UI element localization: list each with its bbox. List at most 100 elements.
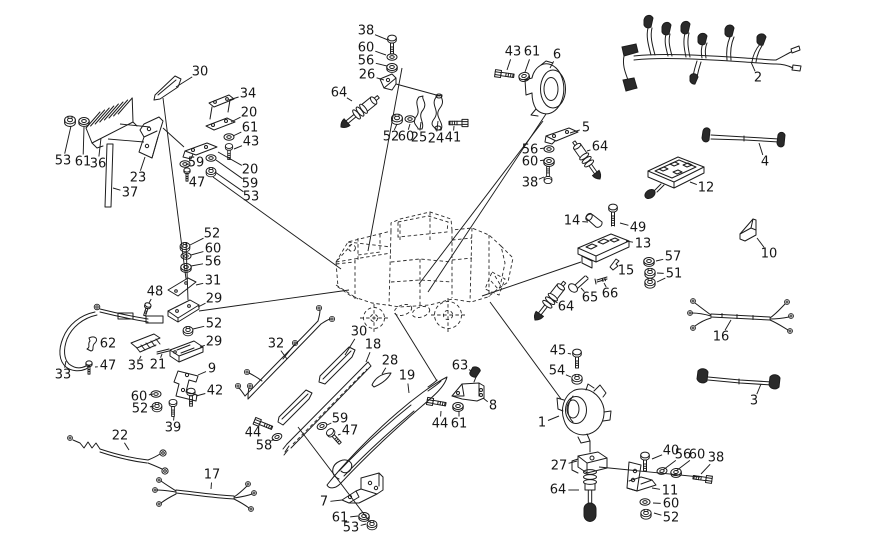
part-label-60-35: 60 [522, 155, 539, 170]
part-label-6-30: 6 [553, 48, 561, 63]
part-7-bracket [341, 472, 384, 531]
part-label-9-61: 9 [208, 362, 216, 377]
assembly-line [395, 83, 441, 97]
part-label-12-38: 12 [698, 181, 715, 196]
part-label-61-16: 61 [75, 155, 92, 170]
leader-line-58 [271, 438, 275, 442]
part-label-41-9: 41 [445, 131, 462, 146]
part-label-38-0: 38 [358, 24, 375, 39]
part-1-coupling-group [556, 348, 612, 444]
part-label-60-91: 60 [689, 448, 706, 463]
part-8-bracket-group [425, 366, 485, 412]
leader-line-36 [98, 137, 102, 157]
part-label-61-78: 61 [332, 511, 349, 526]
leader-line-22 [123, 442, 130, 451]
part-label-20-22: 20 [242, 163, 259, 178]
leader-line-7 [330, 499, 343, 502]
part-label-25-7: 25 [411, 131, 428, 146]
part-label-7-77: 7 [320, 495, 328, 510]
part-34-plate [208, 94, 235, 120]
leader-line-5 [569, 129, 580, 134]
leader-line-38 [374, 34, 389, 41]
part-label-59-20: 59 [188, 156, 205, 171]
part-label-59-23: 59 [242, 177, 259, 192]
leader-line-4 [758, 142, 764, 156]
part-label-60-1: 60 [358, 41, 375, 56]
leader-line-60 [375, 50, 387, 56]
part-label-43-28: 43 [505, 45, 522, 60]
leader-line-60 [190, 251, 204, 256]
part-label-29-55: 29 [206, 335, 223, 350]
part-22-harness [67, 435, 169, 475]
part-label-52-5: 52 [383, 130, 400, 145]
leader-line-3 [756, 383, 762, 395]
leader-line-21 [160, 353, 163, 358]
leader-line-57 [655, 258, 664, 262]
part-16-harness [687, 298, 794, 334]
leader-line-20 [217, 151, 243, 166]
leader-line-34 [228, 96, 239, 101]
part-label-49-41: 49 [630, 221, 647, 236]
part-label-53-24: 53 [243, 190, 260, 205]
harvester-sketch [335, 211, 514, 332]
leader-line-64 [346, 97, 353, 102]
leader-line-1 [547, 415, 560, 421]
part-29-31-plates [141, 242, 204, 363]
leader-line-18 [365, 352, 371, 363]
leader-line-30 [175, 76, 193, 88]
leader-line-2 [750, 61, 756, 72]
part-label-44-82: 44 [432, 417, 449, 432]
part-label-52-95: 52 [663, 511, 680, 526]
leader-line-16 [724, 319, 732, 331]
part-label-51-45: 51 [666, 267, 683, 282]
leader-line-20 [230, 116, 241, 123]
part-37-strip [104, 143, 114, 208]
part-9-bracket [150, 370, 199, 417]
leader-line-61 [82, 126, 85, 155]
leader-line-56 [375, 62, 388, 67]
part-label-56-33: 56 [522, 143, 539, 158]
assembly-line [198, 289, 350, 312]
part-label-53-15: 53 [55, 154, 72, 169]
part-label-52-63: 52 [132, 402, 149, 417]
leader-line-53 [64, 125, 72, 154]
part-30-slats [277, 346, 356, 426]
part-label-30-69: 30 [351, 325, 368, 340]
part-3-rod [696, 368, 781, 390]
part-label-61-29: 61 [524, 45, 541, 60]
leader-line-33 [64, 360, 67, 368]
assembly-line [598, 466, 701, 478]
part-label-22-66: 22 [112, 429, 129, 444]
part-label-20-12: 20 [241, 106, 258, 121]
assembly-line [481, 261, 582, 297]
part-label-60-94: 60 [663, 497, 680, 512]
leader-line-8 [482, 397, 488, 403]
part-23-bracket [138, 116, 164, 159]
leader-line-32 [280, 350, 288, 360]
part-label-33-58: 33 [55, 368, 72, 383]
assembly-line [367, 67, 403, 252]
part-label-64-34: 64 [592, 140, 609, 155]
part-label-38-92: 38 [708, 451, 725, 466]
part-label-61-83: 61 [451, 417, 468, 432]
leader-line-45 [567, 352, 572, 355]
leader-line-24 [436, 120, 439, 132]
leader-line-27 [568, 460, 578, 464]
part-label-60-6: 60 [398, 130, 415, 145]
leader-line-66 [603, 282, 607, 288]
leader-line-42 [195, 393, 206, 397]
part-label-37-19: 37 [122, 186, 139, 201]
part-label-45-84: 45 [550, 344, 567, 359]
part-30-plate [153, 75, 182, 101]
leader-line-61 [232, 131, 242, 137]
part-label-19-72: 19 [399, 369, 416, 384]
leader-line-31 [195, 282, 204, 286]
leader-line-60 [148, 393, 154, 396]
part-label-48-52: 48 [147, 285, 164, 300]
leader-lines [64, 34, 765, 526]
part-label-58-76: 58 [256, 439, 273, 454]
part-label-44-75: 44 [245, 426, 262, 441]
part-label-62-56: 62 [100, 337, 117, 352]
part-33-cable [59, 303, 164, 375]
leader-line-40 [651, 454, 663, 460]
